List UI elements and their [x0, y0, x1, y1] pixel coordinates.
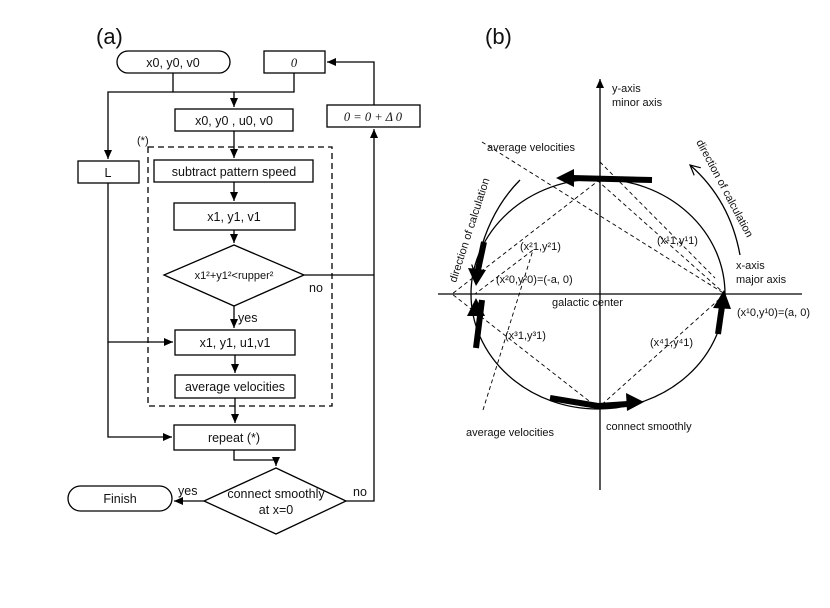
- dir-arrow-right: [690, 165, 741, 256]
- loop-region: [147, 146, 333, 407]
- connect-label-1: connect smoothly: [227, 487, 325, 501]
- xyuv1-label: x1, y1, u1,v1: [200, 336, 271, 350]
- start-label: x0, y0, v0: [146, 56, 200, 70]
- no-label-1: no: [309, 281, 323, 295]
- point-x3-1: (x³1,y³1): [505, 330, 546, 342]
- no-label-2: no: [353, 485, 367, 499]
- theta-update-label: 0 = 0 + Δ 0: [344, 110, 403, 124]
- point-x4-1: (x⁴1,y⁴1): [650, 337, 693, 349]
- panel-b: (b) y-axis minor axis x-axis: [438, 24, 810, 490]
- yes-label-1: yes: [238, 311, 257, 325]
- average-label: average velocities: [185, 380, 285, 394]
- direction-right-label: direction of calculation: [693, 138, 755, 240]
- avg-dashed-upper: [451, 141, 726, 409]
- direction-left-label: direction of calculation: [447, 177, 492, 284]
- point-x1-1: (x¹1,y¹1): [657, 235, 698, 247]
- avg-velocities-bottom: average velocities: [466, 427, 555, 439]
- init-label: x0, y0 , u0, v0: [195, 114, 273, 128]
- avg-dashed-upper-right: [599, 161, 716, 279]
- yes-label-2: yes: [178, 484, 197, 498]
- connect-label-2: at x=0: [259, 503, 293, 517]
- point-x1-0: (x¹0,y¹0)=(a, 0): [737, 307, 810, 319]
- connect-node: [202, 467, 348, 535]
- panel-b-label: (b): [485, 24, 512, 49]
- x-axis-label: x-axis: [736, 260, 765, 272]
- L-label: L: [105, 166, 112, 180]
- x-axis-sublabel: major axis: [736, 274, 787, 286]
- panel-a-label: (a): [96, 24, 123, 49]
- repeat-label: repeat (*): [208, 431, 260, 445]
- xy1-label: x1, y1, v1: [207, 210, 261, 224]
- y-axis-sublabel: minor axis: [612, 97, 663, 109]
- y-axis-label: y-axis: [612, 83, 641, 95]
- flow-connectors: [104, 58, 378, 505]
- galactic-center-label: galactic center: [552, 297, 623, 309]
- panel-a: (a) x0, y0, v0 0 x0, y0 , u0, v0 0 = 0 +…: [67, 24, 421, 535]
- condition-label: x1²+y1²<rupper²: [195, 270, 274, 282]
- subtract-label: subtract pattern speed: [172, 165, 296, 179]
- connect-smoothly-label: connect smoothly: [606, 421, 692, 433]
- theta-label: 0: [291, 56, 298, 70]
- avg-velocities-top: average velocities: [487, 142, 576, 154]
- point-x2-1: (x²1,y²1): [520, 241, 561, 253]
- dir-arrow-left: [475, 179, 521, 275]
- repeat-node: [173, 424, 296, 451]
- finish-node: [67, 485, 173, 512]
- velocity-arrows: [467, 169, 731, 411]
- finish-label: Finish: [103, 492, 136, 506]
- point-x2-0: (x²0,y²0)=(-a, 0): [496, 274, 573, 286]
- star-marker: (*): [137, 135, 149, 147]
